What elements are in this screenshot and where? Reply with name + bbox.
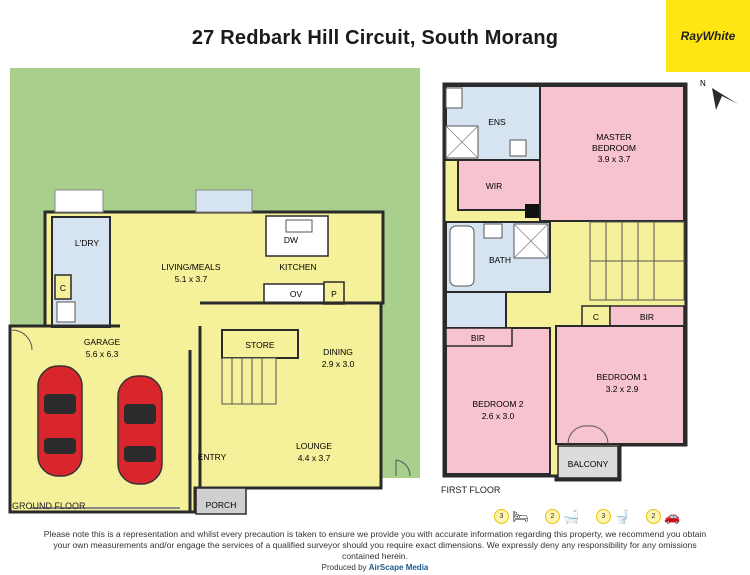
ground-floor-plan: GARAGE 5.6 x 6.3 L'DRY C LIVING/MEALS 5.… — [8, 68, 420, 515]
laundry-tub — [54, 189, 104, 213]
entry-label: ENTRY — [198, 452, 227, 462]
bir1-label: BIR — [640, 312, 654, 322]
yard-gate — [395, 459, 411, 477]
first-floor-plan: ENS MASTER BEDROOM 3.9 x 3.7 WIR BATH C … — [442, 82, 688, 482]
balcony-door — [567, 425, 609, 445]
north-label: N — [700, 79, 706, 88]
first-stairs — [589, 221, 685, 301]
bed-icon: 🛏 — [512, 508, 529, 524]
produced-by-line: Produced by AirScape Media — [0, 563, 750, 572]
master-label-2: BEDROOM — [592, 143, 636, 153]
first-toilet-room — [445, 291, 507, 329]
car-icon: 🚗 — [664, 508, 681, 524]
dishwasher-label: DW — [284, 235, 298, 245]
laundry-label: L'DRY — [75, 238, 99, 248]
bedroom2-room — [445, 327, 551, 475]
produced-by-text: Produced by — [321, 563, 367, 572]
legend-cars: 2 🚗 — [646, 508, 680, 524]
bathtub — [449, 225, 475, 287]
bedroom1-size: 3.2 x 2.9 — [606, 384, 639, 394]
wir-black-corner — [525, 204, 539, 218]
balcony-label: BALCONY — [568, 459, 609, 469]
master-size: 3.9 x 3.7 — [598, 154, 631, 164]
lounge-size: 4.4 x 3.7 — [298, 453, 331, 463]
bedroom-count-badge: 3 — [494, 508, 509, 524]
porch-label: PORCH — [206, 500, 237, 510]
bath-count-badge: 2 — [545, 508, 560, 524]
bir2-label: BIR — [471, 333, 485, 343]
wir-label: WIR — [486, 181, 503, 191]
porch-area — [195, 487, 247, 515]
bedroom1-label: BEDROOM 1 — [596, 372, 647, 382]
bath-icon: 🛁 — [563, 508, 580, 524]
bath-label: BATH — [489, 255, 511, 265]
ensuite-label: ENS — [488, 117, 506, 127]
living-size: 5.1 x 3.7 — [175, 274, 208, 284]
car-left-icon — [37, 365, 83, 477]
master-label-1: MASTER — [596, 132, 631, 142]
wir-room — [457, 159, 541, 211]
ground-stairs — [221, 357, 277, 405]
balcony-area — [557, 445, 619, 479]
car-right-icon — [117, 375, 163, 485]
property-address-title: 27 Redbark Hill Circuit, South Morang — [191, 27, 559, 49]
driveway-area — [380, 478, 420, 488]
car-count-badge: 2 — [646, 508, 661, 524]
kitchen-label: KITCHEN — [279, 262, 316, 272]
ground-toilet — [56, 301, 76, 323]
disclaimer-text: Please note this is a representation and… — [43, 529, 707, 561]
ground-floor-label: GROUND FLOOR — [12, 501, 86, 511]
living-label: LIVING/MEALS — [161, 262, 220, 272]
dining-size: 2.9 x 3.0 — [322, 359, 355, 369]
legend-baths: 2 🛁 — [545, 508, 579, 524]
kitchen-sink — [285, 219, 313, 233]
garage-side-door — [11, 329, 33, 351]
north-arrow-icon: N — [700, 79, 738, 110]
garage-size: 5.6 x 6.3 — [86, 349, 119, 359]
pantry-label: P — [331, 289, 337, 299]
brand-name: RayWhite — [680, 29, 736, 43]
bath-basin — [483, 223, 503, 239]
oven-label: OV — [290, 289, 303, 299]
ensuite-toilet — [509, 139, 527, 157]
store-label: STORE — [245, 340, 274, 350]
producer-name: AirScape Media — [368, 563, 429, 572]
cupboard-ground — [54, 274, 72, 300]
bir-bedroom2 — [445, 327, 513, 347]
garage-label: GARAGE — [84, 337, 121, 347]
cupboard-first-label: C — [593, 312, 599, 322]
legend-bedrooms: 3 🛏 — [494, 508, 529, 524]
cupboard-ground-label: C — [60, 283, 66, 293]
toilet-icon: 🚽 — [614, 508, 631, 524]
bedroom2-size: 2.6 x 3.0 — [482, 411, 515, 421]
lounge-label: LOUNGE — [296, 441, 332, 451]
legend-toilets: 3 🚽 — [596, 508, 630, 524]
first-floor-label: FIRST FLOOR — [441, 485, 501, 495]
master-bedroom-room — [539, 85, 685, 222]
porch-top-window — [195, 189, 253, 213]
dining-label: DINING — [323, 347, 353, 357]
toilet-count-badge: 3 — [596, 508, 611, 524]
raywhite-logo: RayWhite — [666, 0, 750, 72]
ensuite-vanity — [445, 87, 463, 109]
bedroom1-room — [555, 325, 685, 445]
bedroom2-label: BEDROOM 2 — [472, 399, 523, 409]
